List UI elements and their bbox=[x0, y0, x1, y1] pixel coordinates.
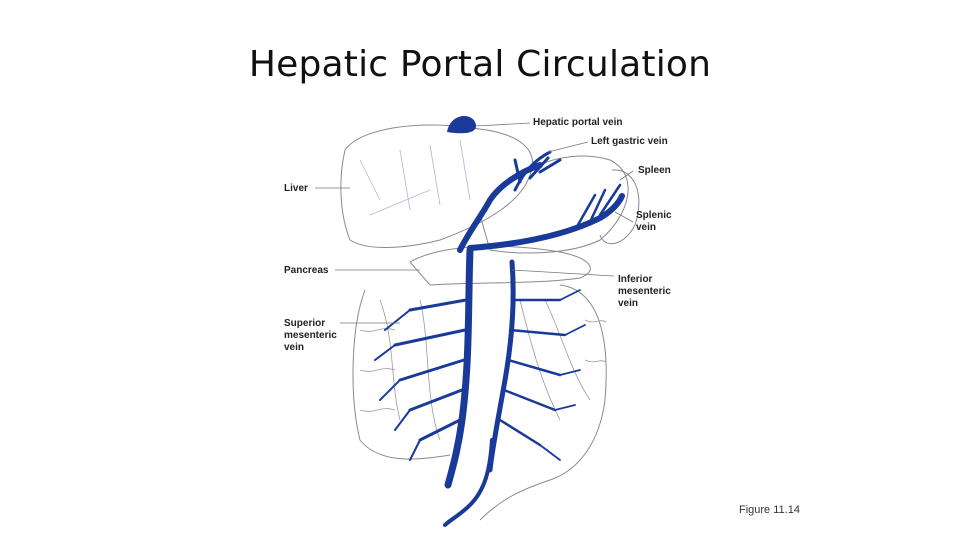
slide-title: Hepatic Portal Circulation bbox=[248, 44, 712, 85]
spleen-outline bbox=[599, 169, 640, 245]
left-gastric-vein bbox=[513, 150, 562, 192]
label-superior-mesenteric-line3: vein bbox=[284, 342, 305, 353]
leader-hepatic-portal-vein bbox=[475, 122, 531, 127]
label-liver: Liver bbox=[284, 183, 308, 194]
label-splenic-vein-line2: vein bbox=[636, 222, 657, 233]
hepatic-portal-vein bbox=[457, 162, 543, 253]
leader-splenic-vein bbox=[614, 211, 634, 223]
superior-mesenteric-vein bbox=[444, 246, 474, 489]
label-left-gastric-vein: Left gastric vein bbox=[591, 136, 668, 147]
leader-inferior-mesenteric-vein bbox=[511, 269, 615, 277]
label-splenic-vein-line1: Splenic bbox=[636, 210, 672, 221]
label-inferior-mesenteric-vein: Inferior mesenteric vein bbox=[618, 274, 671, 310]
leader-spleen bbox=[619, 170, 634, 181]
label-inferior-mesenteric-line2: mesenteric bbox=[618, 286, 671, 297]
label-splenic-vein: Splenic vein bbox=[636, 210, 672, 234]
label-pancreas: Pancreas bbox=[284, 265, 329, 276]
label-hepatic-portal-vein: Hepatic portal vein bbox=[533, 117, 623, 128]
pancreas-outline bbox=[409, 245, 591, 286]
label-spleen: Spleen bbox=[638, 165, 671, 176]
label-superior-mesenteric-line1: Superior bbox=[284, 318, 326, 329]
figure-caption: Figure 11.14 bbox=[739, 504, 800, 516]
liver-outline bbox=[340, 124, 533, 248]
portal-circulation-illustration bbox=[270, 108, 700, 528]
label-inferior-mesenteric-line1: Inferior bbox=[618, 274, 653, 285]
colon-outline bbox=[352, 284, 607, 521]
label-inferior-mesenteric-line3: vein bbox=[618, 298, 639, 309]
hepatic-portal-vein-cap bbox=[447, 116, 477, 134]
leader-left-gastric-vein bbox=[547, 141, 589, 153]
label-superior-mesenteric-line2: mesenteric bbox=[284, 330, 337, 341]
label-superior-mesenteric-vein: Superior mesenteric vein bbox=[284, 318, 337, 354]
